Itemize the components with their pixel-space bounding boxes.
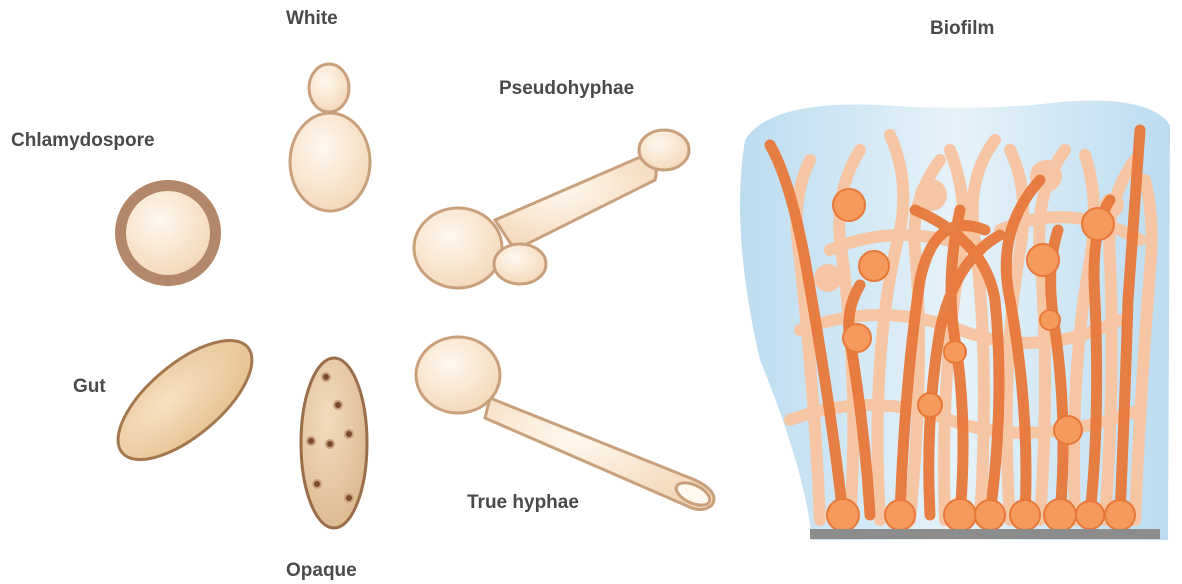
substrate-bar bbox=[810, 529, 1160, 539]
thick-walled-spore-icon bbox=[115, 180, 221, 286]
label-opaque: Opaque bbox=[286, 560, 357, 582]
biofilm-icon bbox=[740, 101, 1170, 540]
label-white: White bbox=[286, 8, 338, 30]
label-biofilm: Biofilm bbox=[930, 18, 994, 40]
label-true-hyphae: True hyphae bbox=[467, 492, 579, 514]
germ-tube-icon bbox=[416, 337, 714, 510]
label-pseudohyphae: Pseudohyphae bbox=[499, 78, 634, 100]
pseudohyphae-icon bbox=[414, 130, 689, 288]
elongated-cell-icon bbox=[99, 320, 271, 481]
label-gut: Gut bbox=[73, 376, 106, 398]
spotted-elongated-cell-icon bbox=[301, 358, 367, 528]
label-chlamydospore: Chlamydospore bbox=[11, 130, 155, 152]
budding-yeast-icon bbox=[290, 64, 370, 211]
